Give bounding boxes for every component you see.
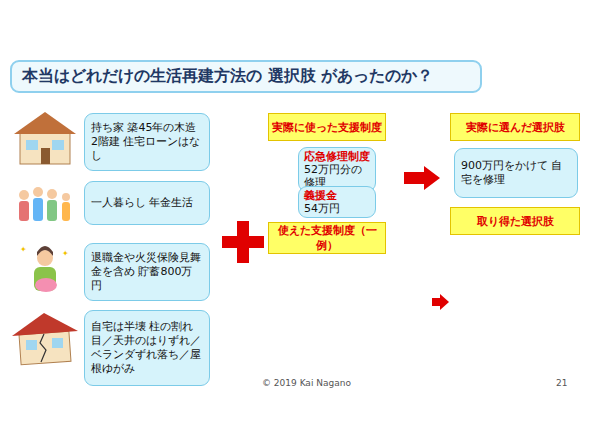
sparkle: ✦ (62, 249, 69, 258)
plus-bar (237, 221, 249, 263)
house-wall (20, 132, 70, 164)
woman-hair (37, 246, 53, 256)
box-heading: 義援金 (304, 189, 370, 202)
box-heading: 応急修理制度 (304, 150, 370, 163)
person-body (33, 198, 43, 221)
info-box: 自宅は半壊 柱の割れ目／天井のはりずれ／ベランダずれ落ち／屋根ゆがみ (84, 310, 210, 386)
damaged-house-icon (12, 313, 78, 365)
box-text: 取り得た選択肢 (477, 214, 554, 229)
box-text: 持ち家 築45年の木造2階建 住宅ローンはなし (91, 121, 203, 163)
person-head (19, 190, 29, 200)
info-box: 900万円をかけて 自宅を修理 (454, 148, 578, 198)
house-window (52, 338, 63, 348)
plus-sign (222, 221, 264, 263)
box-text: 一人暮らし 年金生活 (91, 196, 203, 210)
slide-title: 本当はどれだけの生活再建方法の 選択肢 があったのか？ (10, 60, 482, 93)
person-body (19, 201, 29, 221)
header-box: 実際に選んだ選択肢 (450, 113, 580, 141)
house-icon (14, 112, 76, 164)
page-number: 21 (556, 378, 567, 388)
people-icon (19, 187, 70, 221)
savings-icon: ✦ ✦ (20, 245, 69, 292)
house-roof (12, 313, 78, 336)
box-text: 退職金や火災保険見舞金を含め 貯蓄800万円 (91, 251, 203, 293)
header-box: 取り得た選択肢 (450, 207, 580, 235)
box-text: 実際に選んだ選択肢 (466, 120, 565, 135)
info-box: 退職金や火災保険見舞金を含め 貯蓄800万円 (84, 243, 210, 301)
box-text: 使えた支援制度（一例） (269, 223, 385, 253)
house-door (41, 148, 50, 164)
house-roof (14, 112, 76, 134)
house-window (52, 140, 64, 150)
info-box: 一人暮らし 年金生活 (84, 181, 210, 225)
copyright: © 2019 Kai Nagano (262, 378, 351, 388)
person-head (62, 193, 70, 201)
woman-body (34, 267, 56, 291)
crack (40, 334, 46, 362)
header-box: 実際に使った支援制度 (268, 113, 386, 141)
box-text: 自宅は半壊 柱の割れ目／天井のはりずれ／ベランダずれ落ち／屋根ゆがみ (91, 320, 203, 376)
block-arrow (432, 294, 449, 310)
house-window (26, 340, 37, 350)
house-wall (19, 331, 71, 364)
person-head (33, 187, 43, 197)
piggy-bank (35, 278, 57, 292)
info-box: 義援金54万円 (298, 186, 376, 218)
person-body (47, 200, 57, 221)
house-window (26, 140, 38, 150)
block-arrow (404, 166, 440, 190)
box-text: 実際に使った支援制度 (272, 120, 382, 135)
info-box: 持ち家 築45年の木造2階建 住宅ローンはなし (84, 113, 210, 171)
person-head (47, 189, 57, 199)
person-body (62, 202, 70, 221)
box-text: 54万円 (304, 202, 370, 215)
header-box: 使えた支援制度（一例） (268, 222, 386, 254)
sparkle: ✦ (20, 245, 27, 254)
box-text: 900万円をかけて 自宅を修理 (461, 159, 571, 187)
